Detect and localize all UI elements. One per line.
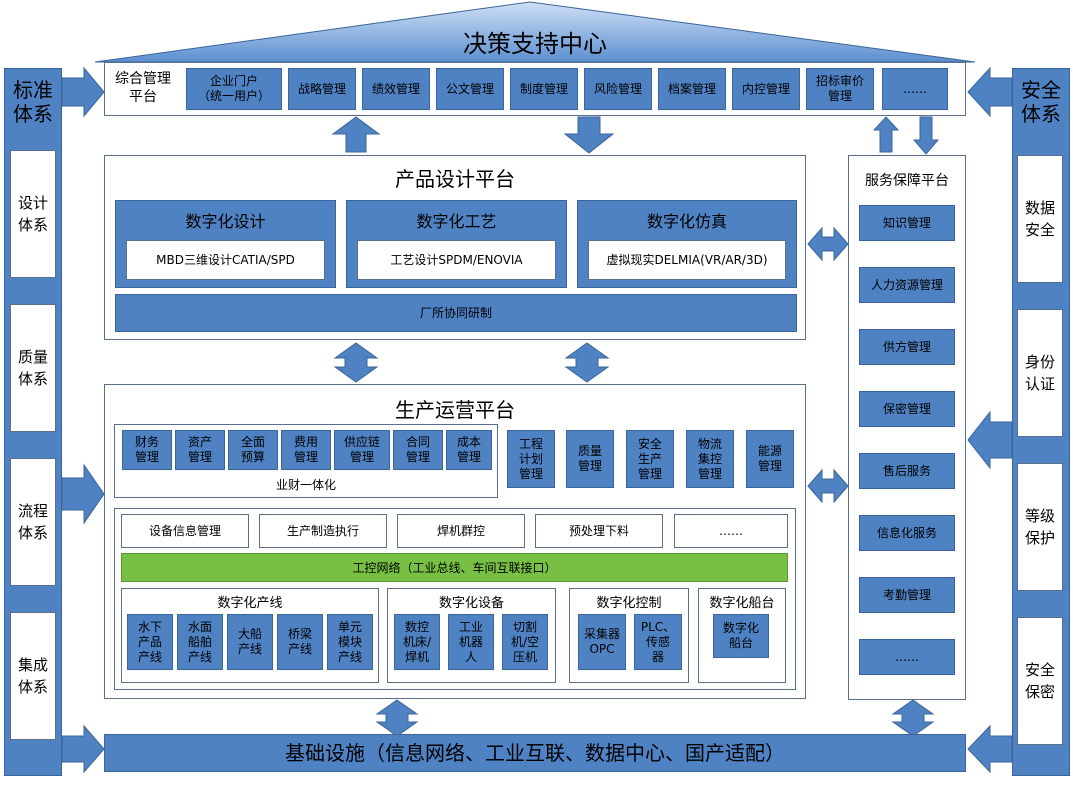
arrow-left-mid [61, 463, 105, 525]
arrow-down-small [912, 116, 940, 155]
berth-item-0: 数字化船台 [713, 614, 769, 658]
group-digital-berth-title: 数字化船台 [709, 596, 775, 611]
arrow-updown-4 [891, 699, 935, 737]
standard-system-heading: 标准 体系 [13, 78, 53, 126]
design-system-box: 设计体系 [10, 150, 56, 278]
mes-item-2: 焊机群控 [397, 514, 525, 548]
design-platform-title: 产品设计平台 [395, 167, 515, 191]
module-enterprise-portal: 企业门户（统一用户） [186, 68, 282, 110]
decision-center-title: 决策支持中心 [463, 30, 607, 58]
digital-design-item: MBD三维设计CATIA/SPD [126, 240, 325, 280]
finance-module-1: 资产管理 [175, 430, 225, 470]
module-archives: 档案管理 [658, 68, 726, 110]
finance-module-4: 供应链管理 [334, 430, 390, 470]
security-secrecy-box: 安全保密 [1017, 617, 1063, 745]
group-digital-control-title: 数字化控制 [596, 596, 662, 611]
line-item-0: 水下产品产线 [127, 614, 173, 670]
arrow-right-top [967, 66, 1013, 118]
arrow-left-bottom [61, 724, 105, 774]
line-item-1: 水面船舶产线 [177, 614, 223, 670]
module-risk: 风险管理 [584, 68, 652, 110]
identity-auth-box: 身份认证 [1017, 309, 1063, 437]
engineering-plan-module: 工程计划管理 [507, 430, 555, 488]
mes-item-0: 设备信息管理 [121, 514, 249, 548]
control-item-1: PLC、传感器 [634, 614, 682, 670]
mes-item-4: …… [674, 514, 788, 548]
data-security-box: 数据安全 [1017, 155, 1063, 283]
arrow-down [563, 116, 615, 154]
line-item-3: 桥梁产线 [277, 614, 323, 670]
line-item-2: 大船产线 [227, 614, 273, 670]
arrow-leftright-1 [807, 226, 849, 262]
service-item-3: 保密管理 [859, 391, 955, 427]
digital-process-heading: 数字化工艺 [416, 212, 497, 231]
level-protection-box: 等级保护 [1017, 463, 1063, 591]
service-item-0: 知识管理 [859, 205, 955, 241]
infrastructure-bar: 基础设施（信息网络、工业互联、数据中心、国产适配） [104, 734, 966, 772]
digital-simulation-heading: 数字化仿真 [646, 212, 727, 231]
equipment-item-1: 工业机器人 [448, 614, 494, 670]
module-performance: 绩效管理 [362, 68, 430, 110]
service-item-6: 考勤管理 [859, 577, 955, 613]
energy-module: 能源管理 [746, 430, 794, 488]
arrow-updown-2 [564, 342, 610, 383]
module-strategy: 战略管理 [288, 68, 356, 110]
module-more: …… [882, 68, 948, 110]
integration-system-box: 集成体系 [10, 612, 56, 740]
finance-module-3: 费用管理 [281, 430, 331, 470]
finance-module-6: 成本管理 [446, 430, 492, 470]
logistics-module: 物流集控管理 [686, 430, 734, 488]
safety-production-module: 安全生产管理 [626, 430, 674, 488]
arrow-right-mid [967, 410, 1013, 470]
module-documents: 公文管理 [436, 68, 504, 110]
digital-design-heading: 数字化设计 [185, 212, 266, 231]
line-item-4: 单元模块产线 [327, 614, 373, 670]
digital-process-item: 工艺设计SPDM/ENOVIA [357, 240, 556, 280]
equipment-item-2: 切割机/空压机 [502, 614, 548, 670]
integrated-platform-label: 综合管理 平台 [115, 71, 171, 105]
arrow-left-top [61, 66, 105, 118]
process-system-box: 流程体系 [10, 458, 56, 586]
finance-module-2: 全面预算 [228, 430, 278, 470]
equipment-item-0: 数控机床/焊机 [394, 614, 440, 670]
finance-module-5: 合同管理 [393, 430, 443, 470]
arrow-right-bottom [967, 724, 1013, 774]
group-digital-equipment-title: 数字化设备 [438, 596, 504, 611]
mes-item-3: 预处理下料 [535, 514, 663, 548]
security-system-heading: 安全 体系 [1021, 78, 1061, 126]
service-platform-title: 服务保障平台 [865, 173, 949, 189]
group-digital-lines-title: 数字化产线 [217, 596, 283, 611]
module-policy: 制度管理 [510, 68, 578, 110]
service-item-2: 供方管理 [859, 329, 955, 365]
quality-module: 质量管理 [566, 430, 614, 488]
arrow-updown-1 [333, 342, 379, 383]
service-item-4: 售后服务 [859, 453, 955, 489]
arrow-updown-3 [375, 699, 419, 737]
finance-caption: 业财一体化 [275, 478, 336, 492]
collaborative-dev-bar: 厂所协同研制 [115, 294, 797, 332]
arrow-up [331, 116, 381, 153]
finance-module-0: 财务管理 [122, 430, 172, 470]
service-item-5: 信息化服务 [859, 515, 955, 551]
module-internal-control: 内控管理 [732, 68, 800, 110]
arrow-up-small [872, 116, 900, 153]
mes-item-1: 生产制造执行 [259, 514, 387, 548]
production-platform-title: 生产运营平台 [395, 398, 515, 422]
module-bidding: 招标审价管理 [806, 68, 874, 110]
service-item-7: …… [859, 639, 955, 675]
quality-system-box: 质量体系 [10, 304, 56, 432]
arrow-leftright-2 [807, 468, 849, 504]
service-item-1: 人力资源管理 [859, 267, 955, 303]
digital-simulation-item: 虚拟现实DELMIA(VR/AR/3D) [588, 240, 786, 280]
network-bar: 工控网络（工业总线、车间互联接口） [121, 553, 788, 582]
